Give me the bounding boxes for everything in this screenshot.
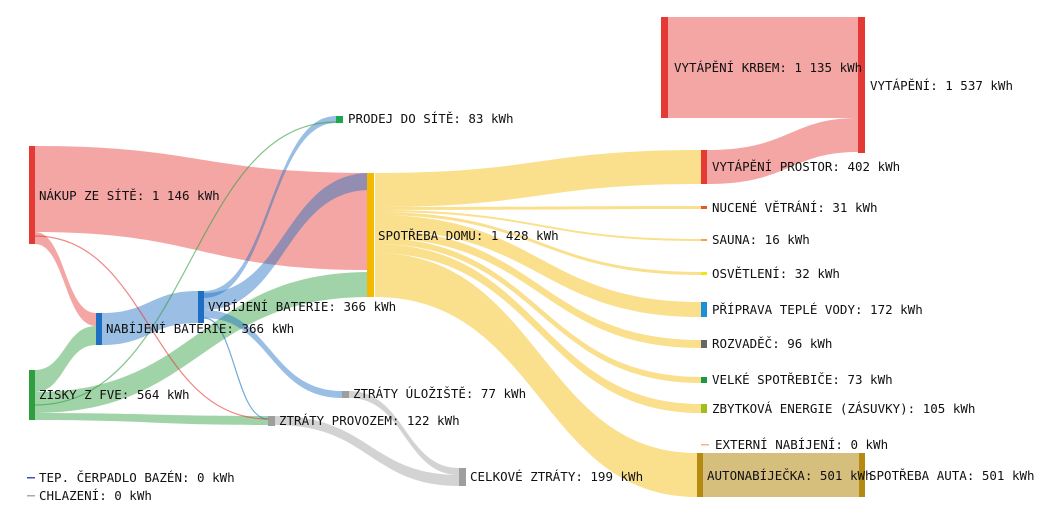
label-grid-sell: PRODEJ DO SÍTĚ: 83 kWh xyxy=(348,111,514,126)
label-sauna: SAUNA: 16 kWh xyxy=(712,232,810,247)
label-switchboard: ROZVADĚČ: 96 kWh xyxy=(712,336,832,351)
node-space-heating xyxy=(701,150,707,184)
label-storage-losses: ZTRÁTY ÚLOŽIŠTĚ: 77 kWh xyxy=(353,386,526,401)
node-total-losses xyxy=(459,468,466,486)
label-pool-pump: TEP. ČERPADLO BAZÉN: 0 kWh xyxy=(39,470,235,485)
link-grid-to-battery-charge xyxy=(35,232,96,326)
link-space-heating-to-heating xyxy=(707,118,858,184)
node-hot-water xyxy=(701,302,707,317)
link-home-to-sauna xyxy=(375,210,701,241)
label-lighting: OSVĚTLENÍ: 32 kWh xyxy=(712,266,840,281)
label-space-heating: VYTÁPĚNÍ PROSTOR: 402 kWh xyxy=(712,159,900,174)
link-home-to-ventilation xyxy=(375,206,701,210)
label-hot-water: PŘÍPRAVA TEPLÉ VODY: 172 kWh xyxy=(712,302,923,317)
link-fireplace-to-heating xyxy=(668,17,858,118)
link-pv-to-grid-sell xyxy=(34,121,337,406)
node-switchboard xyxy=(701,340,707,348)
link-grid-to-home xyxy=(35,146,370,270)
label-residual: ZBYTKOVÁ ENERGIE (ZÁSUVKY): 105 kWh xyxy=(712,401,975,416)
link-pv-to-operating-losses xyxy=(35,413,268,425)
label-appliances: VELKÉ SPOTŘEBIČE: 73 kWh xyxy=(712,372,893,387)
label-cooling: CHLAZENÍ: 0 kWh xyxy=(39,488,152,503)
label-fireplace: VYTÁPĚNÍ KRBEM: 1 135 kWh xyxy=(674,60,862,75)
label-car: SPOTŘEBA AUTA: 501 kWh xyxy=(869,468,1035,483)
link-home-to-appliances xyxy=(375,238,701,383)
node-pv xyxy=(29,370,35,420)
link-discharge-to-storage-losses xyxy=(204,310,342,398)
link-storage-to-total-losses xyxy=(349,391,459,475)
node-grid-buy xyxy=(29,146,35,244)
label-total-losses: CELKOVÉ ZTRÁTY: 199 kWh xyxy=(470,469,643,484)
link-home-to-space-heating xyxy=(375,150,701,207)
node-car xyxy=(859,453,865,497)
link-discharge-to-home xyxy=(204,173,370,310)
node-lighting xyxy=(701,272,707,275)
label-battery-discharge: VYBÍJENÍ BATERIE: 366 kWh xyxy=(208,299,396,314)
node-storage-losses xyxy=(342,391,349,398)
label-pv: ZISKY Z FVE: 564 kWh xyxy=(39,387,190,402)
label-home: SPOTŘEBA DOMU: 1 428 kWh xyxy=(378,228,559,243)
node-grid-sell xyxy=(336,116,343,123)
label-operating-losses: ZTRÁTY PROVOZEM: 122 kWh xyxy=(279,413,460,428)
node-cooling xyxy=(27,495,35,497)
label-heating: VYTÁPĚNÍ: 1 537 kWh xyxy=(870,78,1013,93)
node-residual xyxy=(701,404,707,413)
label-ventilation: NUCENÉ VĚTRÁNÍ: 31 kWh xyxy=(712,200,878,215)
node-ext-charging xyxy=(701,444,709,446)
label-battery-charge: NABÍJENÍ BATERIE: 366 kWh xyxy=(106,321,294,336)
node-battery-charge xyxy=(96,313,102,345)
link-home-to-residual xyxy=(375,244,701,413)
node-operating-losses xyxy=(268,416,275,426)
link-pv-to-home xyxy=(35,272,370,413)
node-heating xyxy=(858,17,865,153)
link-charger-to-car xyxy=(703,453,859,497)
node-appliances xyxy=(701,377,707,383)
label-grid-buy: NÁKUP ZE SÍTĚ: 1 146 kWh xyxy=(39,188,220,203)
node-ventilation xyxy=(701,206,707,209)
node-fireplace xyxy=(661,17,668,118)
node-charger xyxy=(697,453,703,497)
link-home-to-lighting xyxy=(375,212,701,275)
link-discharge-to-operating-losses xyxy=(203,317,269,420)
node-home xyxy=(367,173,374,297)
link-home-to-switchboard xyxy=(375,230,701,348)
link-home-to-hot-water xyxy=(375,215,701,317)
node-sauna xyxy=(701,239,707,241)
link-charge-to-discharge xyxy=(101,291,198,345)
label-charger: AUTONABÍJEČKA: 501 kWh xyxy=(707,468,873,483)
label-ext-charging: EXTERNÍ NABÍJENÍ: 0 kWh xyxy=(715,437,888,452)
node-battery-discharge xyxy=(198,291,204,323)
link-discharge-to-grid-sell xyxy=(204,116,336,298)
node-pool-pump xyxy=(27,477,35,479)
link-pv-to-battery-charge xyxy=(35,326,96,392)
link-operating-to-total-losses xyxy=(275,416,459,486)
link-home-to-charger xyxy=(375,253,697,497)
link-grid-to-operating-losses xyxy=(34,235,269,420)
